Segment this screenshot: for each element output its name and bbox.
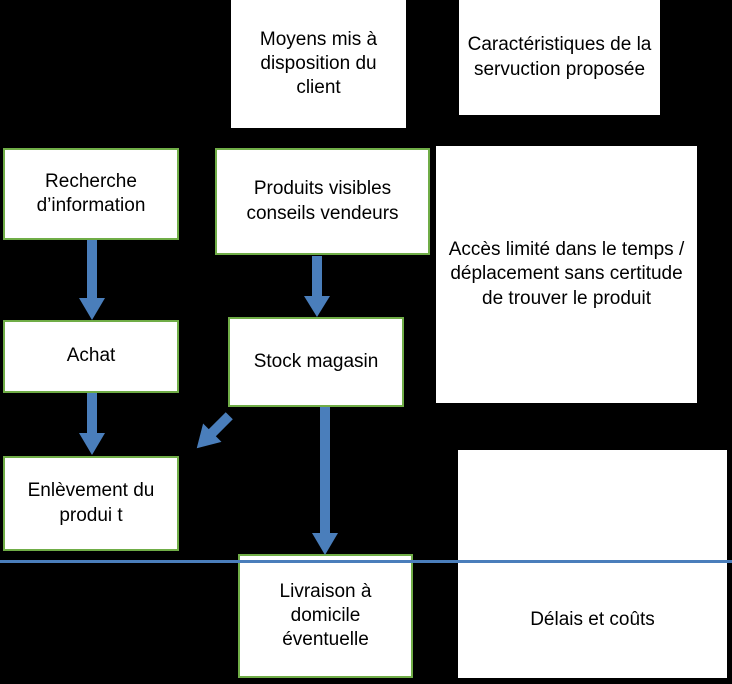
node-enlevement: Enlèvement du produi t <box>3 456 179 551</box>
connector-separator-line <box>0 560 732 563</box>
node-produits: Produits visibles conseils vendeurs <box>215 148 430 255</box>
node-recherche: Recherche d’information <box>3 148 179 240</box>
header-box-caracteristiques: Caractéristiques de la servuction propos… <box>459 0 660 115</box>
connector-stock-enlevement <box>186 405 240 459</box>
connector-recherche-achat <box>75 240 109 322</box>
node-delais: Délais et coûts <box>458 450 727 678</box>
connector-produits-stock <box>300 256 334 319</box>
node-acces: Accès limité dans le temps / déplacement… <box>436 146 697 403</box>
node-stock: Stock magasin <box>228 317 404 407</box>
node-achat: Achat <box>3 320 179 393</box>
connector-achat-enlevement <box>75 393 109 457</box>
header-box-moyens: Moyens mis à disposition du client <box>231 0 406 128</box>
connector-stock-livraison <box>308 407 342 557</box>
node-livraison: Livraison à domicile éventuelle <box>238 554 413 678</box>
